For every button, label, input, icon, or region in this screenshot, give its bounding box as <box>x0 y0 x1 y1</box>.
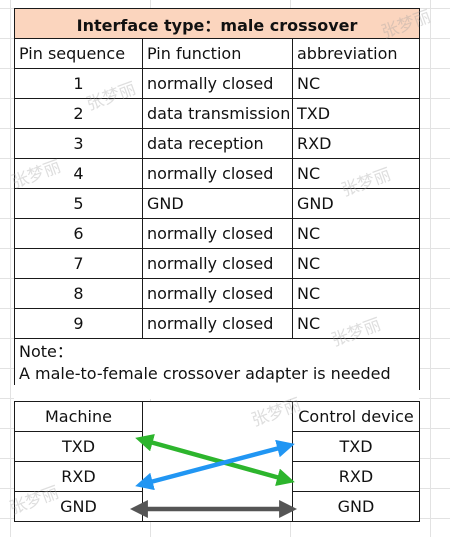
connection-row: RXD RXD <box>14 461 420 492</box>
connection-row: TXD TXD <box>14 431 420 462</box>
pin-function: normally closed <box>142 278 293 309</box>
pin-abbreviation: NC <box>291 308 421 339</box>
pin-abbreviation: NC <box>291 278 421 309</box>
pin-function: data reception <box>142 128 293 159</box>
pin-function: normally closed <box>142 308 293 339</box>
interface-title: Interface type：male crossover <box>13 8 421 39</box>
pin-number: 1 <box>14 68 143 99</box>
machine-pin: GND <box>14 491 143 522</box>
header-abbreviation: abbreviation <box>291 38 421 69</box>
connection-header-row: Machine Control device <box>14 401 420 432</box>
device-pin: TXD <box>292 431 420 462</box>
device-pin: RXD <box>292 461 420 492</box>
pin-abbreviation: RXD <box>291 128 421 159</box>
pin-number: 9 <box>14 308 143 339</box>
pin-abbreviation: TXD <box>291 98 421 129</box>
pin-number: 3 <box>14 128 143 159</box>
device-pin: GND <box>292 491 420 522</box>
pin-number: 6 <box>14 218 143 249</box>
machine-pin: RXD <box>14 461 143 492</box>
pin-number: 7 <box>14 248 143 279</box>
pin-abbreviation: GND <box>291 188 421 219</box>
pin-table: Interface type：male crossover Pin sequen… <box>13 8 421 390</box>
machine-pin: TXD <box>14 431 143 462</box>
pin-function: GND <box>142 188 293 219</box>
pin-function: normally closed <box>142 248 293 279</box>
pin-function: data transmission <box>142 98 293 129</box>
note-label: Note： <box>19 342 73 361</box>
machine-header: Machine <box>14 401 143 432</box>
pin-number: 4 <box>14 158 143 189</box>
pin-abbreviation: NC <box>291 158 421 189</box>
table-gap <box>14 385 419 399</box>
pin-function: normally closed <box>142 218 293 249</box>
connection-gap-cell <box>142 431 293 462</box>
pin-abbreviation: NC <box>291 218 421 249</box>
pin-function: normally closed <box>142 158 293 189</box>
note-text: A male-to-female crossover adapter is ne… <box>19 364 391 383</box>
title-row: Interface type：male crossover <box>13 8 421 39</box>
pin-number: 5 <box>14 188 143 219</box>
note-cell: Note： A male-to-female crossover adapter… <box>13 338 421 390</box>
connection-table: Machine Control device TXD TXD RXD RXD G… <box>14 401 420 522</box>
pin-number: 8 <box>14 278 143 309</box>
pin-abbreviation: NC <box>291 248 421 279</box>
header-pin-function: Pin function <box>142 38 293 69</box>
connection-gap-cell <box>142 401 293 432</box>
header-row: Pin sequence Pin function abbreviation <box>14 38 421 69</box>
pin-number: 2 <box>14 98 143 129</box>
pin-function: normally closed <box>142 68 293 99</box>
pin-abbreviation: NC <box>291 68 421 99</box>
connection-gap-cell <box>142 491 293 522</box>
connection-row: GND GND <box>14 491 420 522</box>
control-device-header: Control device <box>292 401 420 432</box>
note-row: Note： A male-to-female crossover adapter… <box>13 338 421 390</box>
connection-gap-cell <box>142 461 293 492</box>
header-pin-sequence: Pin sequence <box>14 38 143 69</box>
